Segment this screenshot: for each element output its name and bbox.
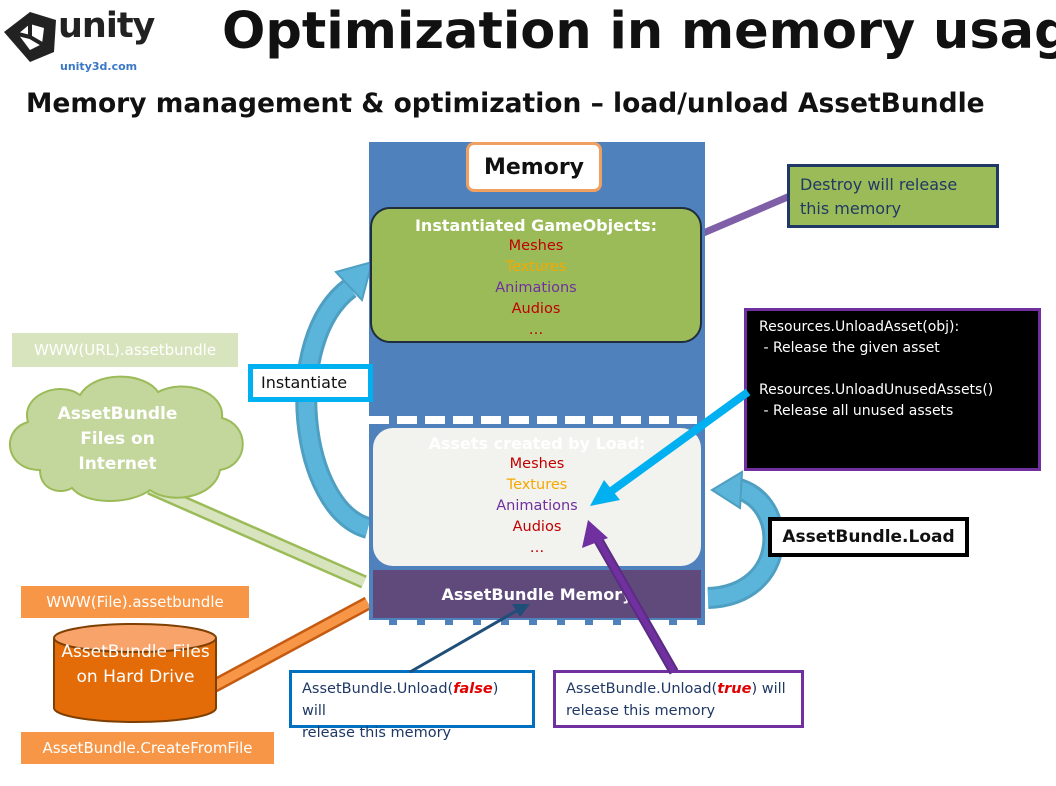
instantiated-title: Instantiated GameObjects: bbox=[414, 216, 658, 235]
resources-line-unload-unused: Resources.UnloadUnusedAssets() bbox=[759, 382, 994, 398]
page-subtitle: Memory management & optimization – load/… bbox=[26, 88, 985, 119]
dashed-divider-bottom bbox=[369, 620, 705, 628]
memory-label: Memory bbox=[466, 142, 602, 192]
resources-line-unload-asset: Resources.UnloadAsset(obj): bbox=[759, 319, 960, 335]
www-file-label: WWW(File).assetbundle bbox=[21, 586, 249, 618]
unload-true-suffix: ) will bbox=[751, 681, 786, 697]
loaded-item-animations: Animations bbox=[496, 498, 578, 514]
create-from-file-label: AssetBundle.CreateFromFile bbox=[21, 732, 274, 764]
assetbundle-load-curve-arrow bbox=[707, 470, 785, 609]
unload-false-prefix: AssetBundle.Unload( bbox=[302, 681, 454, 697]
instantiate-curve-arrow bbox=[295, 260, 374, 539]
instantiated-item-animations: Animations bbox=[495, 280, 577, 296]
hard-drive-icon bbox=[53, 623, 217, 723]
page-title: Optimization in memory usage bbox=[222, 2, 1056, 61]
logo-url: unity3d.com bbox=[60, 60, 138, 73]
instantiated-item-meshes: Meshes bbox=[508, 238, 564, 254]
unity-logo-icon bbox=[4, 12, 56, 62]
dashed-divider-top bbox=[369, 416, 705, 424]
assetbundle-load-label: AssetBundle.Load bbox=[768, 517, 969, 557]
logo-wordmark: unity bbox=[58, 6, 155, 46]
unload-true-prefix: AssetBundle.Unload( bbox=[566, 681, 718, 697]
loaded-item-meshes: Meshes bbox=[509, 456, 565, 472]
loaded-item-audios: Audios bbox=[512, 519, 562, 535]
internet-files-text: AssetBundle Files on Internet bbox=[57, 404, 178, 474]
www-url-label: WWW(URL).assetbundle bbox=[12, 333, 238, 367]
resources-line-release-all: - Release all unused assets bbox=[759, 403, 954, 419]
unload-true-line2: release this memory bbox=[566, 703, 716, 719]
assets-loaded-box: Assets created by Load: Meshes Textures … bbox=[373, 428, 701, 566]
assetbundle-memory-box: AssetBundle Memory bbox=[373, 570, 701, 618]
loaded-item-textures: Textures bbox=[506, 477, 568, 493]
resources-unload-callout: Resources.UnloadAsset(obj): - Release th… bbox=[744, 308, 1041, 471]
loaded-item-more: … bbox=[529, 540, 545, 556]
loaded-title: Assets created by Load: bbox=[428, 434, 646, 453]
internet-cloud-icon bbox=[8, 375, 244, 502]
drive-to-memory-arrow bbox=[210, 596, 372, 693]
internet-to-memory-arrow bbox=[147, 481, 367, 589]
drive-files-text: AssetBundle Files on Hard Drive bbox=[61, 642, 210, 687]
unload-true-callout: AssetBundle.Unload(true) will release th… bbox=[553, 670, 804, 728]
unload-false-arg: false bbox=[453, 681, 493, 697]
unload-false-callout: AssetBundle.Unload(false) will release t… bbox=[289, 670, 535, 741]
destroy-callout: Destroy will release this memory bbox=[787, 164, 999, 228]
unload-true-arg: true bbox=[717, 681, 752, 697]
instantiated-item-textures: Textures bbox=[505, 259, 567, 275]
instantiated-item-audios: Audios bbox=[511, 301, 561, 317]
instantiated-gameobjects-box: Instantiated GameObjects: Meshes Texture… bbox=[370, 207, 702, 343]
resources-line-release-given: - Release the given asset bbox=[759, 340, 940, 356]
unload-false-line2: release this memory bbox=[302, 725, 452, 741]
instantiated-item-more: … bbox=[528, 322, 544, 338]
unload-false-suffix: ) will bbox=[302, 681, 499, 719]
instantiate-label: Instantiate bbox=[248, 364, 373, 402]
